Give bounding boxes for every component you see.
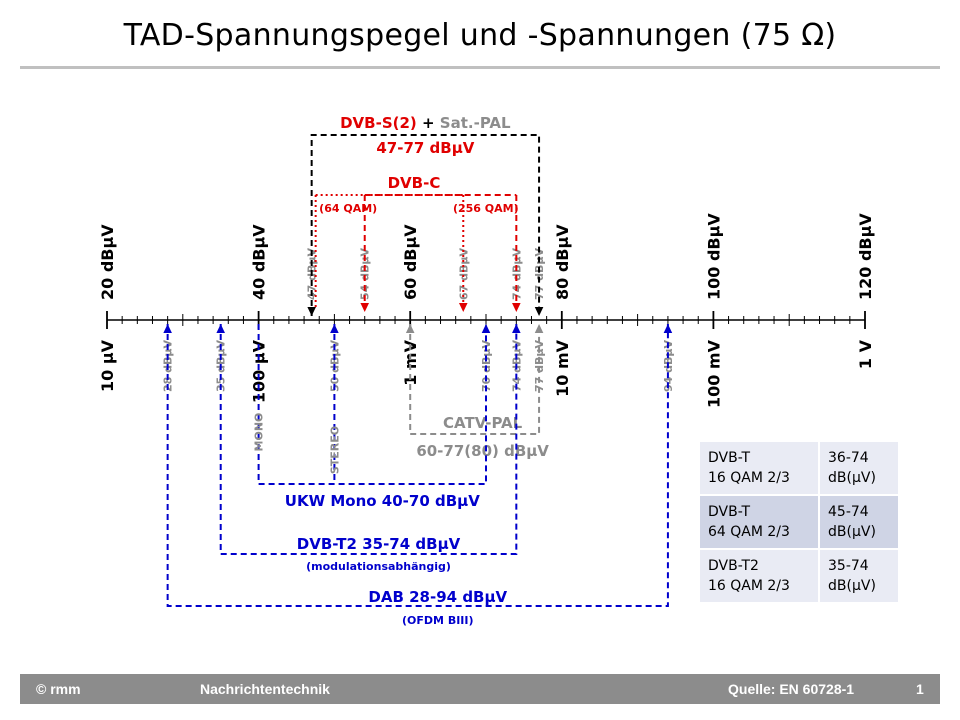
dbuv-tick-label: 100 dBµV <box>704 213 723 300</box>
dvbc-arrow <box>360 303 370 312</box>
top-marker-label: 54 dBµV <box>359 248 372 300</box>
dvbs-range: 47-77 dBµV <box>376 139 474 157</box>
top-marker-label: 67 dBµV <box>457 248 470 300</box>
dbuv-tick-label: 60 dBµV <box>401 224 420 300</box>
bottom-marker-label: 77 dBµV <box>533 340 546 392</box>
footer-page-number: 1 <box>916 681 924 697</box>
stereo-label: STEREO <box>328 426 341 474</box>
page-title: TAD-Spannungspegel und -Spannungen (75 Ω… <box>123 18 837 53</box>
dbuv-tick-label: 80 dBµV <box>553 224 572 300</box>
voltage-tick-label: 10 mV <box>553 339 572 397</box>
catv-bracket <box>409 324 541 435</box>
voltage-tick-label: 100 mV <box>704 339 723 408</box>
dbuv-tick-label: 120 dBµV <box>856 213 875 300</box>
dvbs-arrow <box>534 307 544 316</box>
dvbt2-arrow <box>512 324 521 333</box>
dab-title: DAB 28-94 dBµV <box>368 588 507 606</box>
top-marker-label: 74 dBµV <box>510 248 523 300</box>
footer-copyright: © rmm <box>36 681 81 697</box>
title-divider <box>20 66 940 69</box>
mono-label: MONO <box>253 413 266 452</box>
footer-subject: Nachrichtentechnik <box>200 681 330 697</box>
dab-subtitle: (OFDM BIII) <box>402 614 474 627</box>
dab-arrow <box>163 324 172 333</box>
catv-title: CATV-PAL <box>443 414 523 432</box>
dab-bracket <box>166 324 669 607</box>
catv-arrow <box>534 324 544 333</box>
top-marker-label: 77 dBµV <box>533 248 546 300</box>
dvbt2-bracket <box>219 324 518 555</box>
ukw-arrow <box>481 324 491 333</box>
dvbt2-arrow <box>216 324 225 333</box>
voltage-tick-label: 1 mV <box>401 339 420 385</box>
voltage-tick-label: 100 µV <box>250 339 269 403</box>
dvbs-bracket <box>310 134 541 316</box>
catv-range: 60-77(80) dBµV <box>416 442 549 460</box>
dvbc-64qam-label: (64 QAM) <box>319 202 377 215</box>
voltage-tick-label: 10 µV <box>98 339 117 392</box>
axis: 20 dBµV 40 dBµV 60 dBµV 80 dBµV 100 dBµV 120 … <box>98 213 875 408</box>
dbuv-tick-label: 40 dBµV <box>250 224 269 300</box>
dvbt2-subtitle: (modulationsabhängig) <box>306 560 451 573</box>
dvbc-arrow <box>512 303 521 312</box>
level-diagram: 20 dBµV 40 dBµV 60 dBµV 80 dBµV 100 dBµV 120 … <box>98 114 875 627</box>
dvbc-256qam-label: (256 QAM) <box>453 202 519 215</box>
footer-bar: © rmm Nachrichtentechnik Quelle: EN 6072… <box>20 674 940 704</box>
dvbc-arrow <box>458 303 468 312</box>
dbuv-tick-label: 20 dBµV <box>98 224 117 300</box>
dvbc-title: DVB-C <box>388 174 441 192</box>
ukw-title: UKW Mono 40-70 dBµV <box>285 492 480 510</box>
dab-arrow <box>663 324 673 333</box>
dvbt2-title: DVB-T2 35-74 dBµV <box>297 535 461 553</box>
voltage-tick-label: 1 V <box>856 339 875 369</box>
ukw-arrow <box>330 324 339 333</box>
dvbs-arrow <box>307 307 316 316</box>
ukw-bracket <box>257 324 487 485</box>
catv-arrow <box>405 324 415 333</box>
footer-source: Quelle: EN 60728-1 <box>728 681 855 697</box>
dvbs-title: DVB-S(2) + Sat.-PAL <box>340 114 511 132</box>
